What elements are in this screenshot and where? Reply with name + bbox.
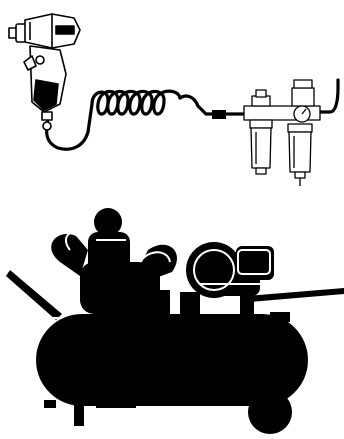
hose-coupler bbox=[212, 110, 226, 119]
coiled-air-hose bbox=[44, 89, 246, 151]
compressor-details bbox=[40, 231, 271, 319]
air-compressor bbox=[6, 208, 344, 434]
filter-regulator-lubricator bbox=[243, 78, 340, 186]
impact-wrench bbox=[8, 13, 81, 131]
